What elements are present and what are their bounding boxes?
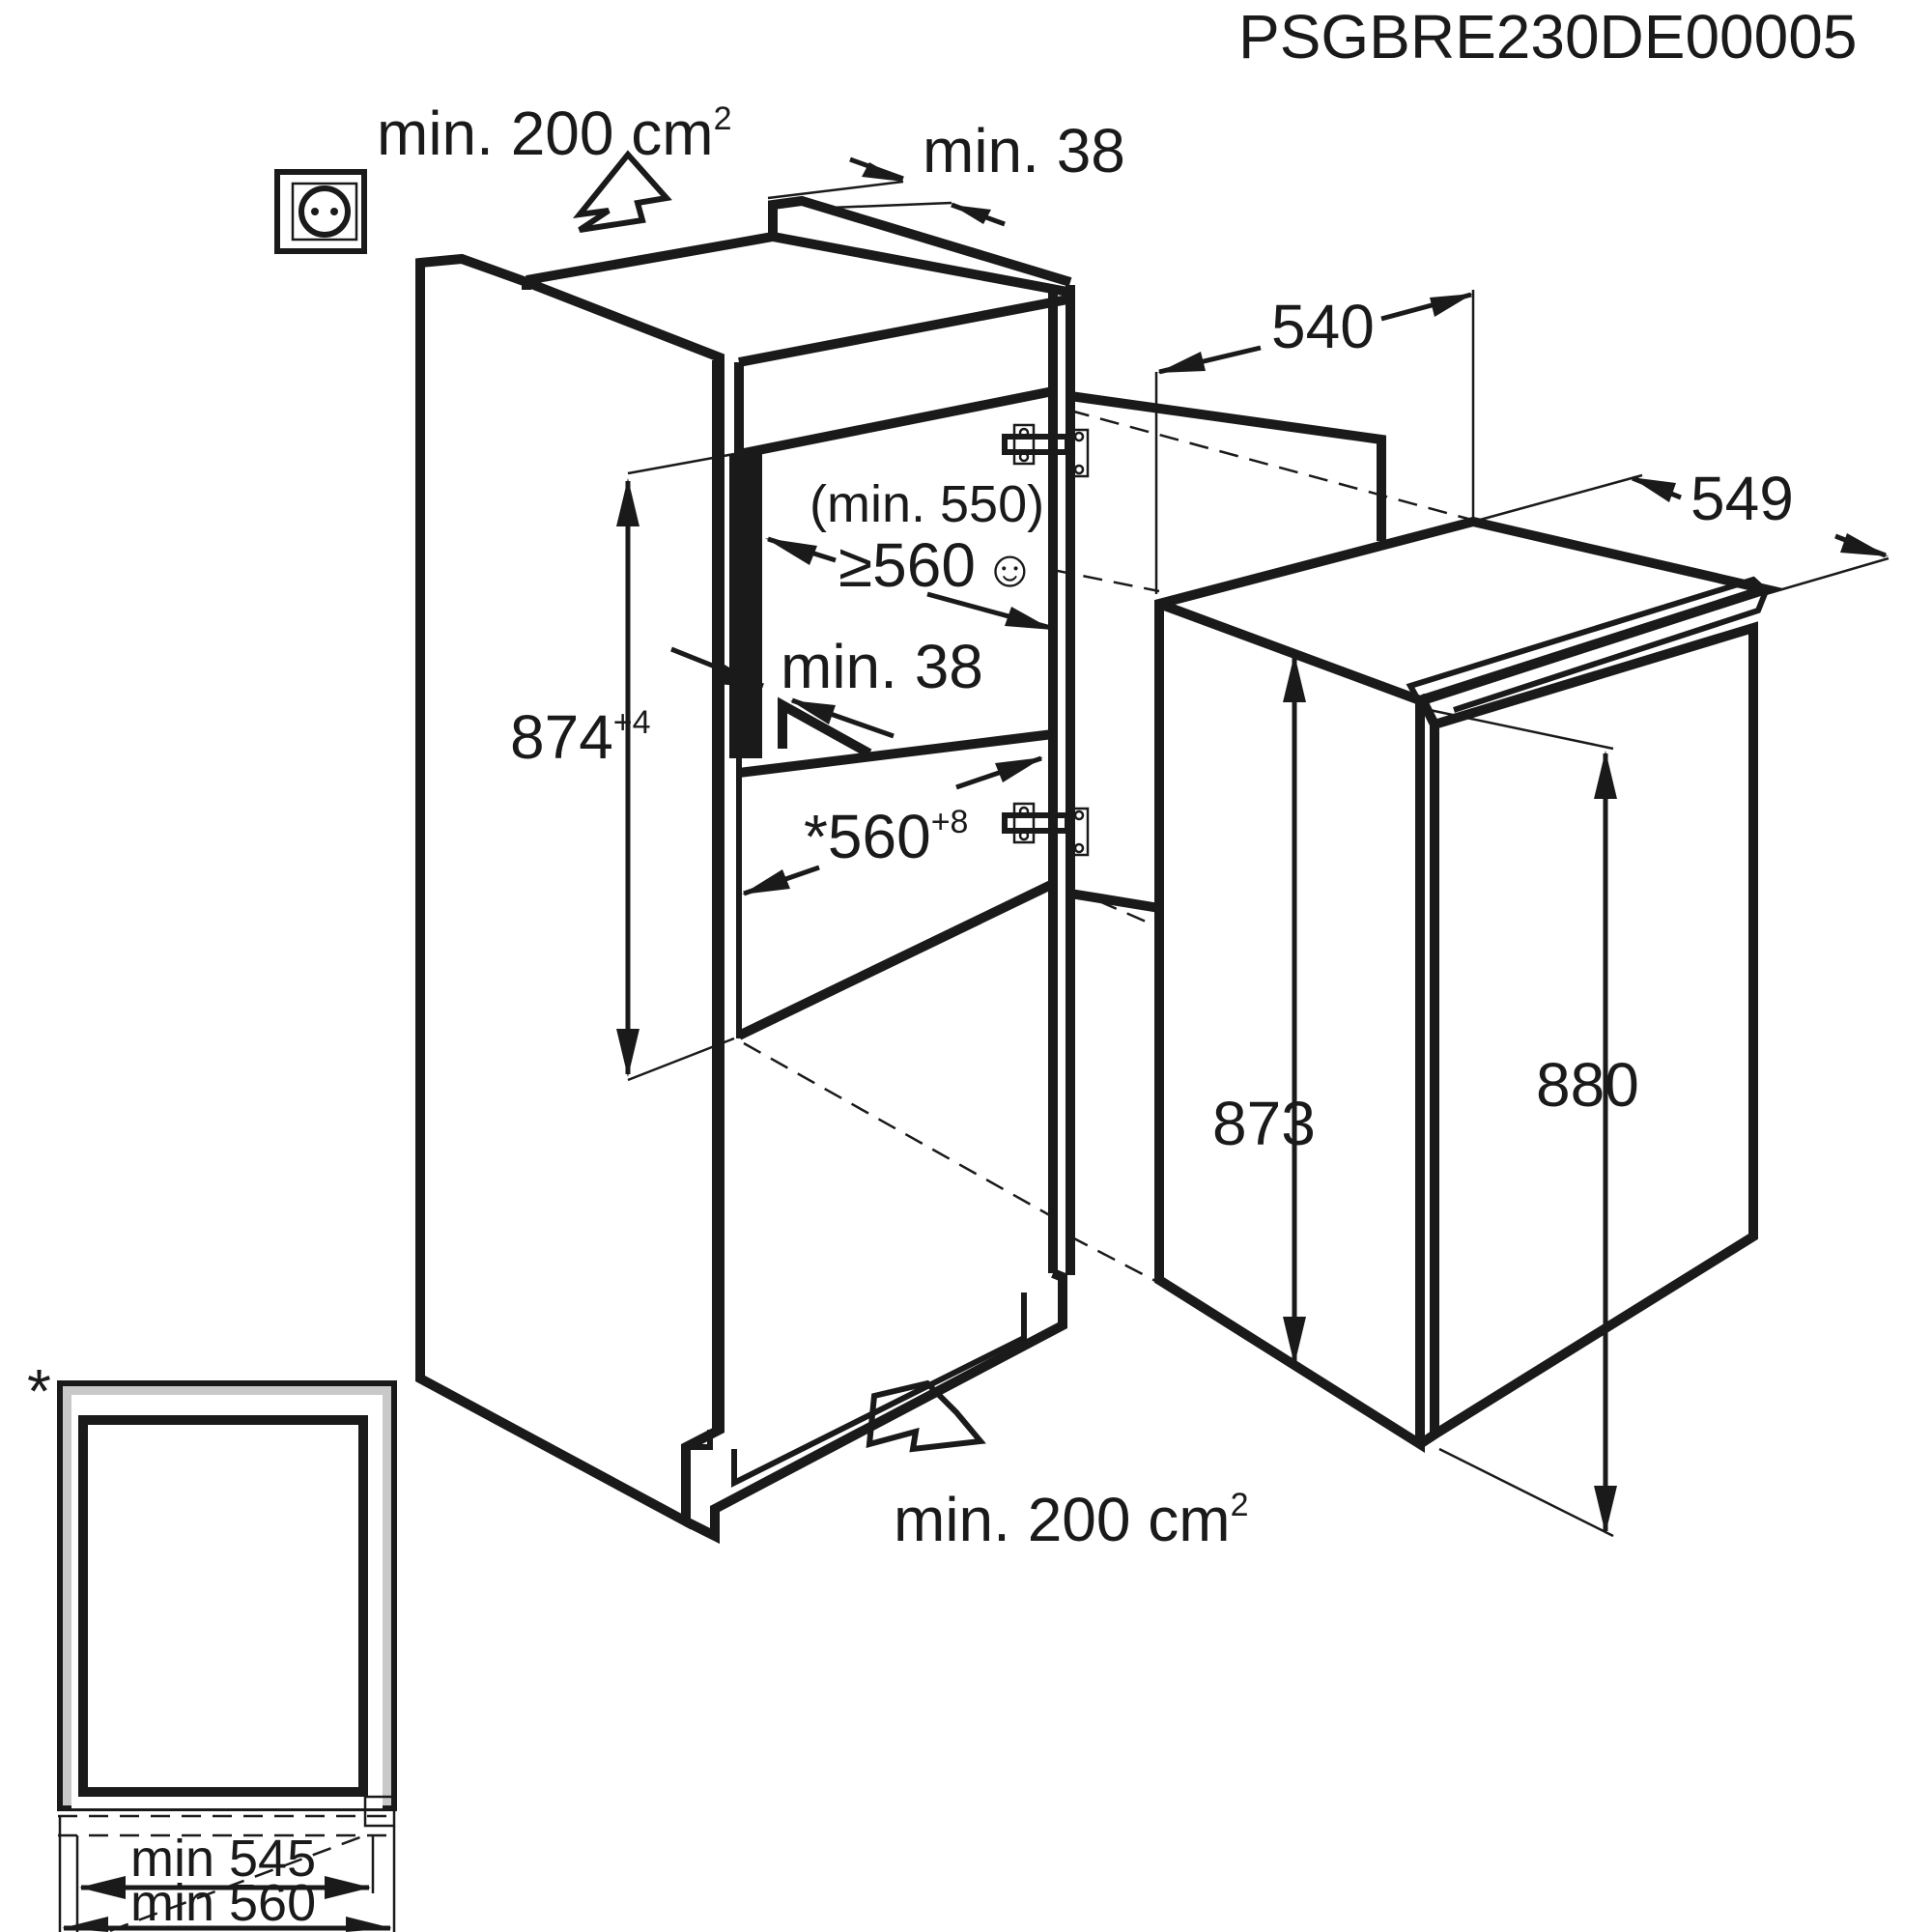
niche-height-label: 874+4: [510, 702, 651, 772]
width-540-dimension: [1154, 290, 1475, 594]
height-873-label: 873: [1212, 1089, 1316, 1158]
smile-icon: ☺: [983, 540, 1037, 598]
vent-top-label: min. 200 cm2: [377, 99, 731, 168]
height-880-dimension: [1429, 708, 1617, 1538]
height-873-dimension: [1283, 654, 1306, 1365]
min-545-label: min 545: [130, 1830, 316, 1888]
footnote-star: *: [27, 1356, 51, 1426]
niche-depth-dimension: [765, 536, 1053, 631]
lower-hinge-icon: [1002, 802, 1090, 857]
depth-549-label: 549: [1690, 464, 1794, 533]
rear-gap-dimension: [670, 646, 895, 739]
width-540-label: 540: [1271, 292, 1375, 361]
vent-top-arrow-icon: [572, 150, 672, 233]
min-545-dimension: [79, 1876, 371, 1899]
min-560-label: min 560: [130, 1874, 316, 1932]
niche-width-label: *560+8: [804, 802, 968, 871]
depth-549-dimension: [1472, 473, 1889, 596]
rear-gap-label: min. 38: [781, 632, 983, 701]
niche-depth-label: ≥560☺: [838, 530, 1037, 600]
niche-height-dimension: [616, 478, 639, 1077]
vent-bottom-label: min. 200 cm2: [894, 1485, 1248, 1554]
top-gap-label: min. 38: [923, 116, 1125, 185]
niche-min-label: (min. 550): [810, 475, 1044, 533]
min-560-dimension: [62, 1917, 392, 1932]
niche-top-view: [57, 1380, 398, 1932]
appliance: [1154, 516, 1784, 1454]
projection-lines: [627, 409, 1508, 1285]
upper-hinge-icon: [1002, 423, 1090, 478]
socket-icon: [274, 169, 367, 254]
height-880-label: 880: [1536, 1050, 1639, 1120]
top-gap-dimension: [767, 156, 1006, 227]
vent-bottom-arrow-icon: [866, 1379, 986, 1453]
document-code: PSGBRE230DE00005: [1238, 2, 1857, 71]
niche-width-dimension: [742, 755, 1043, 896]
